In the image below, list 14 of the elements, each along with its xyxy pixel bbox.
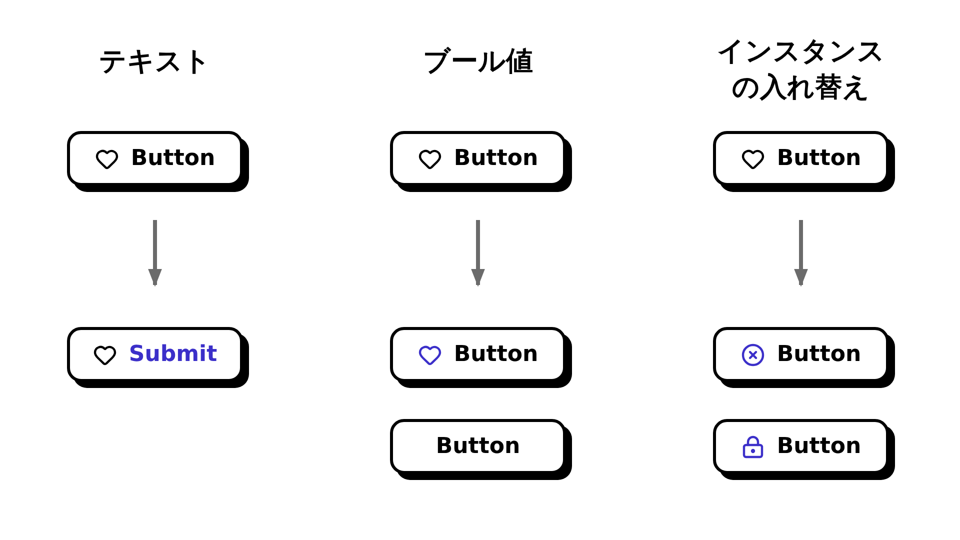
button-label: Submit [128, 341, 218, 369]
column-heading: テキスト [98, 45, 212, 79]
arrow [148, 220, 162, 286]
button-label: Button [454, 145, 538, 173]
button-label: Button [776, 341, 862, 369]
button-label: Button [454, 341, 538, 369]
button-label: Button [130, 145, 216, 173]
arrow [471, 220, 485, 286]
button-label: Button [776, 433, 862, 461]
button-label: Button [436, 433, 520, 461]
column-heading: ブール値 [422, 45, 534, 79]
button-label: Button [776, 145, 862, 173]
arrow [794, 220, 808, 286]
column-heading: インスタンスの入れ替え [716, 35, 886, 105]
